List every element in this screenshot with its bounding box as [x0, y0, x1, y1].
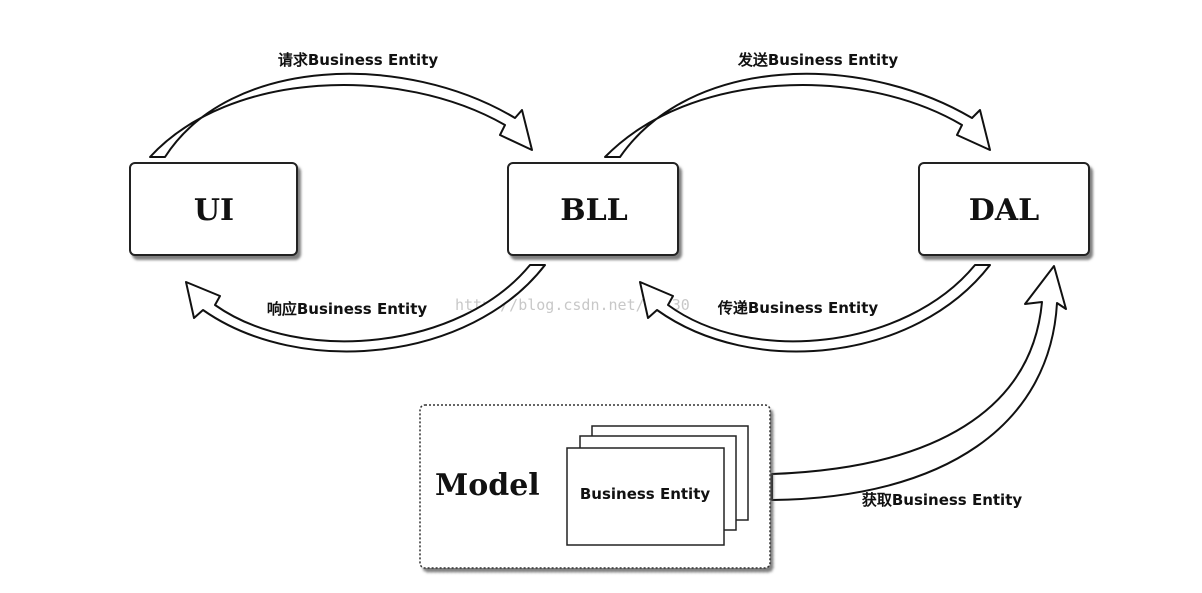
- ui-node-title: UI: [194, 193, 234, 228]
- dal-node-title: DAL: [969, 193, 1039, 228]
- bll-node-title: BLL: [560, 193, 628, 228]
- model-node: Model Business Entity: [419, 404, 771, 569]
- pass-label: 传递Business Entity: [717, 299, 879, 317]
- dal-node: DAL: [918, 162, 1090, 256]
- watermark-text: http://blog.csdn.net/d0130: [455, 296, 690, 314]
- respond-arrow: [185, 264, 546, 353]
- send-label: 发送Business Entity: [737, 51, 899, 69]
- send-arrow: [604, 72, 991, 158]
- fetch-label: 获取Business Entity: [862, 491, 1023, 509]
- request-label: 请求Business Entity: [278, 51, 439, 69]
- request-arrow: [149, 72, 533, 158]
- entity-card-front: [566, 447, 725, 546]
- model-node-title: Model: [435, 468, 540, 503]
- pass-arrow: [639, 264, 991, 353]
- fetch-arrow: [771, 265, 1067, 501]
- ui-node: UI: [129, 162, 298, 256]
- respond-label: 响应Business Entity: [267, 300, 428, 318]
- bll-node: BLL: [507, 162, 679, 256]
- entity-card-label: Business Entity: [580, 485, 711, 503]
